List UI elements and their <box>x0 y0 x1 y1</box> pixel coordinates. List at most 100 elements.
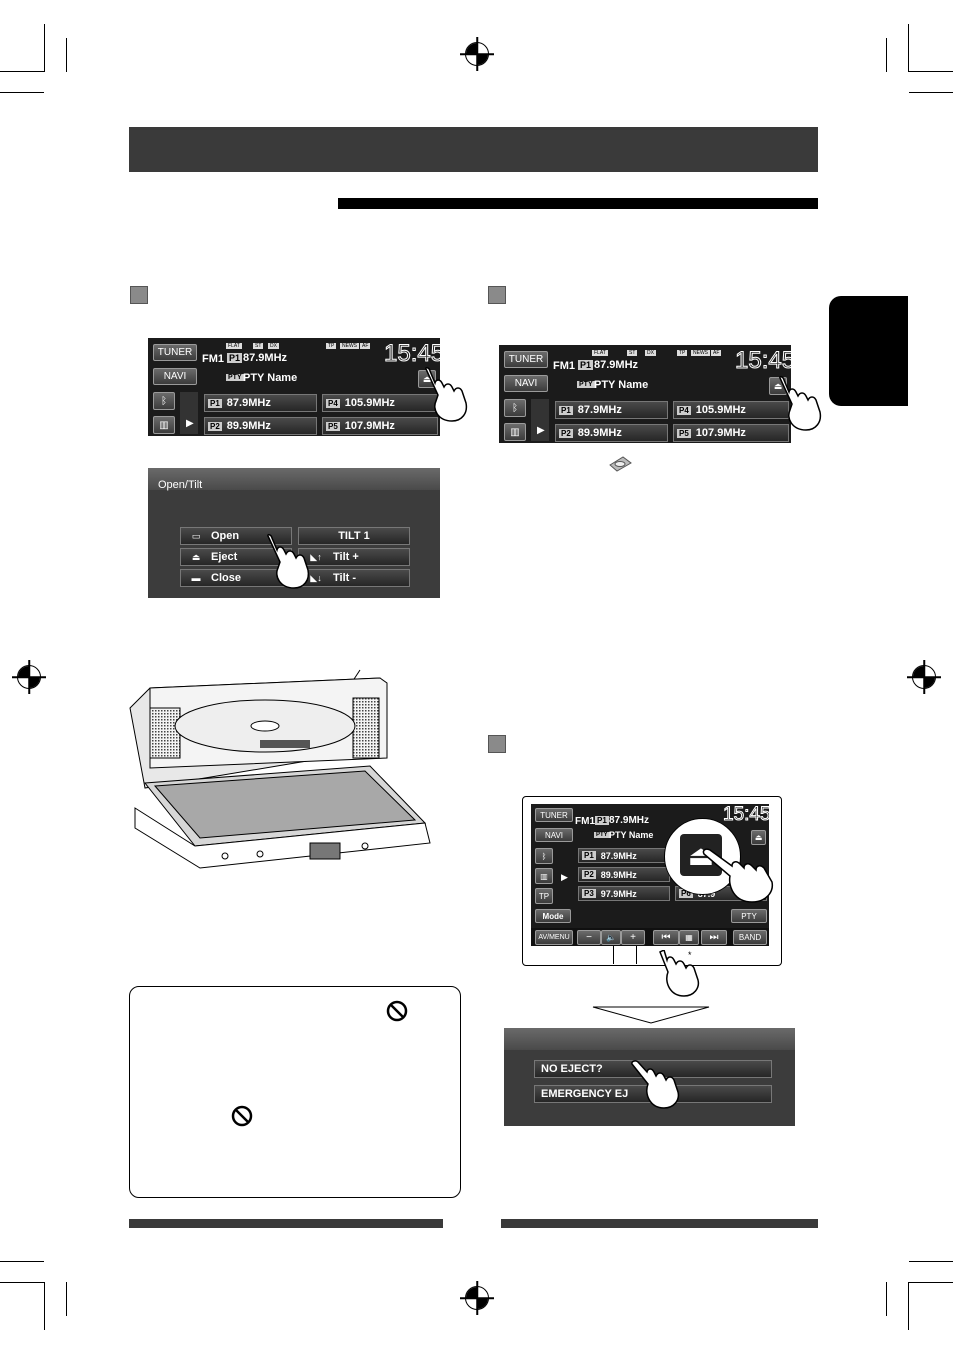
scroll-arrow-icon: ▶ <box>561 872 568 882</box>
pty-label: PTY <box>741 911 757 921</box>
display-button[interactable]: ▦ <box>679 930 699 945</box>
close-icon: ▬ <box>191 573 201 583</box>
tilt-plus-label: Tilt + <box>333 551 359 563</box>
preset-frequency: 107.9MHz <box>344 420 395 432</box>
preset-scroll-bar[interactable] <box>531 399 549 441</box>
pty-name: PTY Name <box>609 830 654 840</box>
tuner-button[interactable]: TUNER <box>153 344 197 361</box>
clock: 15:45 <box>734 347 791 375</box>
bluetooth-button[interactable]: ᛒ <box>535 848 553 864</box>
preset-number: P6 <box>679 889 693 898</box>
navi-button[interactable]: NAVI <box>153 368 197 385</box>
tilt1-button[interactable]: TILT 1 <box>298 527 410 545</box>
preset-tag: P1 <box>595 816 609 825</box>
eject-option-button[interactable]: ⏏Eject <box>180 548 292 566</box>
footer-bar-right <box>501 1219 818 1228</box>
preset-number: P4 <box>326 398 340 408</box>
close-button[interactable]: ▬ Close <box>180 569 292 587</box>
bluetooth-button[interactable]: ᛒ <box>504 399 526 417</box>
indicator-flat: FLAT <box>592 350 608 356</box>
indicator-flat: FLAT <box>226 343 242 349</box>
indicator-news: NEWS <box>691 350 710 356</box>
preset-tag: P1 <box>578 360 594 370</box>
navi-button[interactable]: NAVI <box>535 828 573 842</box>
tuner-screen-1: TUNER NAVI ᛒ ▥ ▶ FLAT ST DX TP NEWS AF F… <box>148 338 440 436</box>
open-icon: ▭ <box>191 530 201 541</box>
preset-number: P5 <box>326 421 340 431</box>
clock: 15:45 <box>383 340 440 368</box>
preset-frequency: 87.9MHz <box>600 850 637 861</box>
pty-button[interactable]: PTY <box>731 909 767 923</box>
preset-number: P1 <box>582 851 596 860</box>
arrow-down-icon <box>592 1006 710 1024</box>
open-button[interactable]: ▭ Open <box>180 527 292 545</box>
preset-frequency: 87.9MHz <box>577 404 622 416</box>
tilt-plus-button[interactable]: ◣↑Tilt + <box>298 548 410 566</box>
pointing-hand-icon <box>779 375 822 431</box>
bluetooth-button[interactable]: ᛒ <box>153 392 175 410</box>
note-box <box>129 986 461 1198</box>
equalizer-button[interactable]: ▥ <box>535 868 553 884</box>
tuner-label: TUNER <box>508 354 544 365</box>
prohibited-icon <box>231 1105 253 1127</box>
registration-mark-right <box>912 665 936 689</box>
tilt-minus-button[interactable]: ◣↓Tilt - <box>298 569 410 587</box>
preset-tag: P1 <box>227 353 243 363</box>
navi-label: NAVI <box>544 830 564 840</box>
preset-number: P4 <box>677 405 691 415</box>
volume-up-button[interactable]: + <box>621 930 645 945</box>
prohibited-icon <box>386 1000 408 1022</box>
indicator-dx: DX <box>268 343 279 349</box>
band-label-button: BAND <box>738 933 762 942</box>
open-label: Open <box>211 530 240 542</box>
preset-number: P2 <box>559 428 573 438</box>
av-menu-button[interactable]: AV/MENU <box>535 930 573 945</box>
indicator-st: ST <box>627 350 638 356</box>
frequency: 87.9MHz <box>243 352 288 364</box>
preset-scroll-bar[interactable] <box>180 392 198 434</box>
band-label: FM1 <box>553 360 575 372</box>
speaker-icon[interactable]: 🔈 <box>601 930 621 945</box>
scroll-arrow-icon: ▶ <box>537 425 545 436</box>
tp-label: TP <box>538 891 550 901</box>
next-button[interactable]: ⏭ <box>701 930 727 945</box>
mode-button[interactable]: Mode <box>535 909 571 923</box>
volume-down-button[interactable]: − <box>577 930 601 945</box>
eject-button[interactable]: ⏏ <box>751 830 766 845</box>
registration-mark-top <box>465 42 489 66</box>
previous-button[interactable]: ⏮ <box>653 930 679 945</box>
indicator-st: ST <box>253 343 264 349</box>
tuner-button[interactable]: TUNER <box>535 808 573 822</box>
language-tab <box>829 296 908 406</box>
tuner-button[interactable]: TUNER <box>504 351 548 368</box>
pointing-hand-icon <box>267 533 310 589</box>
tp-button[interactable]: TP <box>535 888 553 904</box>
preset-button[interactable]: P1 87.9MHz <box>578 848 670 863</box>
indicator-tp: TP <box>677 350 688 356</box>
band-button[interactable]: BAND <box>733 930 767 945</box>
equalizer-button[interactable]: ▥ <box>504 423 526 441</box>
scroll-arrow-icon: ▶ <box>186 418 194 429</box>
av-menu-label: AV/MENU <box>538 934 570 941</box>
tilt-minus-label: Tilt - <box>333 572 357 584</box>
navi-label: NAVI <box>163 371 187 382</box>
step-marker-2 <box>488 286 506 304</box>
preset-button[interactable]: P5 107.9MHz <box>322 417 438 435</box>
indicator-dx: DX <box>645 350 656 356</box>
footnote-marker: * <box>688 950 692 960</box>
registration-mark-bottom <box>465 1286 489 1310</box>
frequency: 87.9MHz <box>609 815 650 826</box>
navi-button[interactable]: NAVI <box>504 375 548 392</box>
equalizer-button[interactable]: ▥ <box>153 416 175 434</box>
close-label: Close <box>211 572 241 584</box>
callout-line <box>613 946 614 964</box>
eject-label: Eject <box>211 551 238 563</box>
